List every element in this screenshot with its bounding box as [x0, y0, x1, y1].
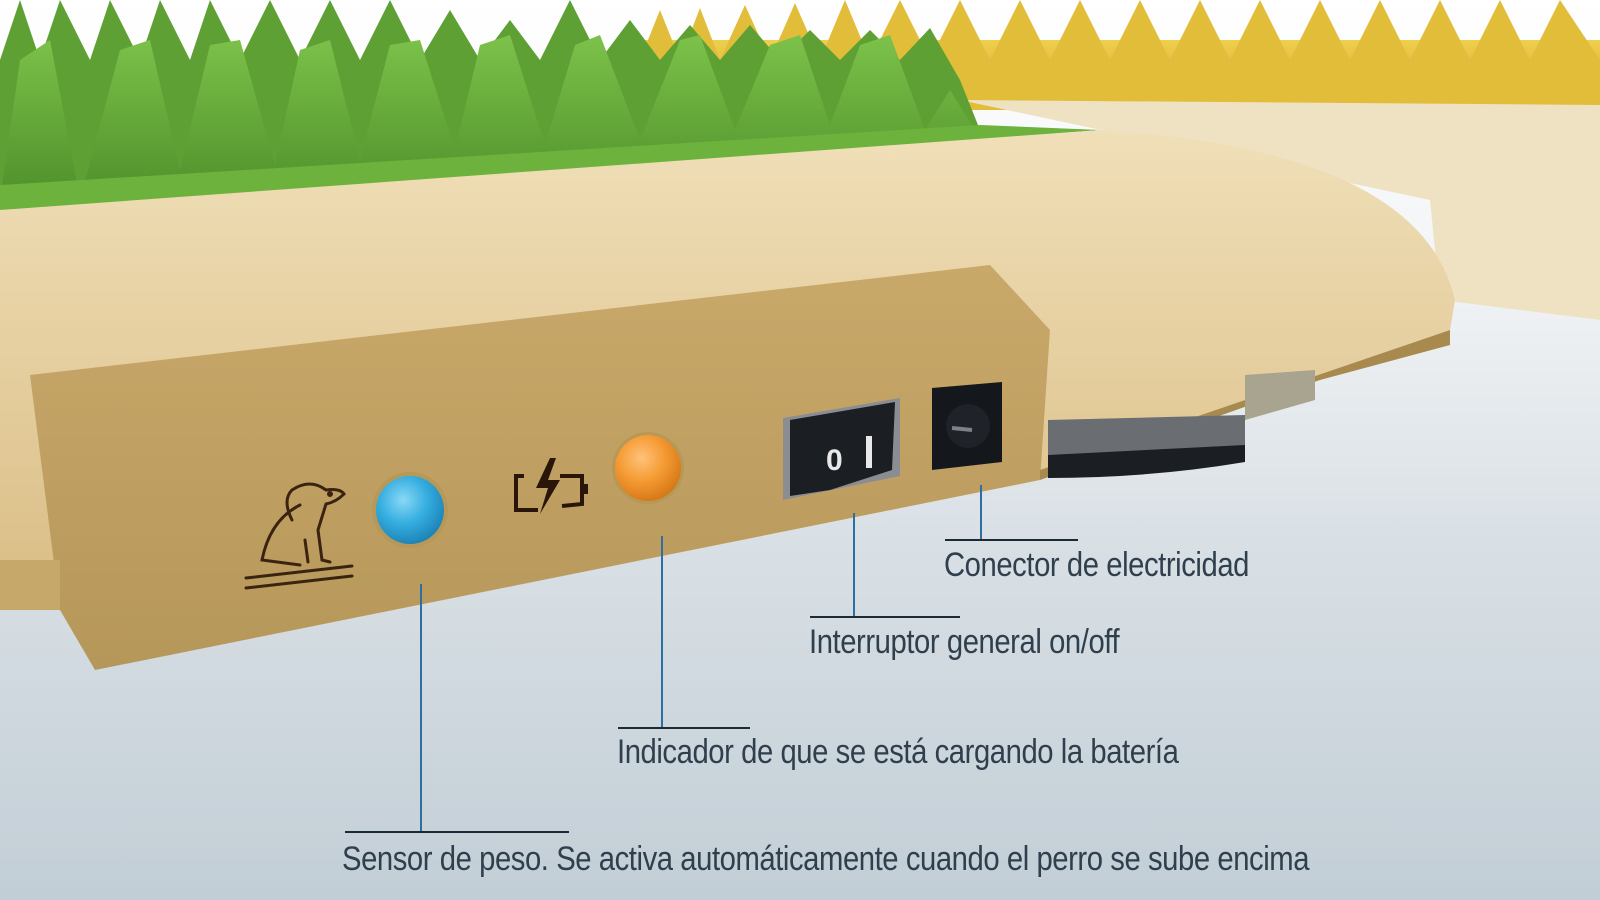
- housing-front-panel: [30, 265, 1050, 670]
- svg-text:0: 0: [826, 444, 843, 477]
- callout-switch: Interruptor general on/off: [809, 623, 1120, 661]
- callout-charging: Indicador de que se está cargando la bat…: [617, 733, 1179, 771]
- power-connector: [932, 382, 1002, 470]
- switch-underline: [810, 616, 960, 618]
- dog-on-mat-icon: [244, 482, 354, 590]
- power-switch: 0: [783, 398, 900, 500]
- callout-sensor: Sensor de peso. Se activa automáticament…: [342, 840, 1310, 878]
- callout-connector: Conector de electricidad: [944, 546, 1250, 584]
- switch-leader: [853, 513, 855, 617]
- battery-charging-icon: [514, 458, 588, 514]
- sensor-underline: [345, 831, 569, 833]
- charging-leader: [661, 536, 663, 728]
- sensor-leader: [420, 584, 422, 832]
- connector-leader: [980, 485, 982, 540]
- connector-underline: [945, 539, 1078, 541]
- rubber-foot: [1048, 370, 1315, 478]
- charging-underline: [618, 727, 750, 729]
